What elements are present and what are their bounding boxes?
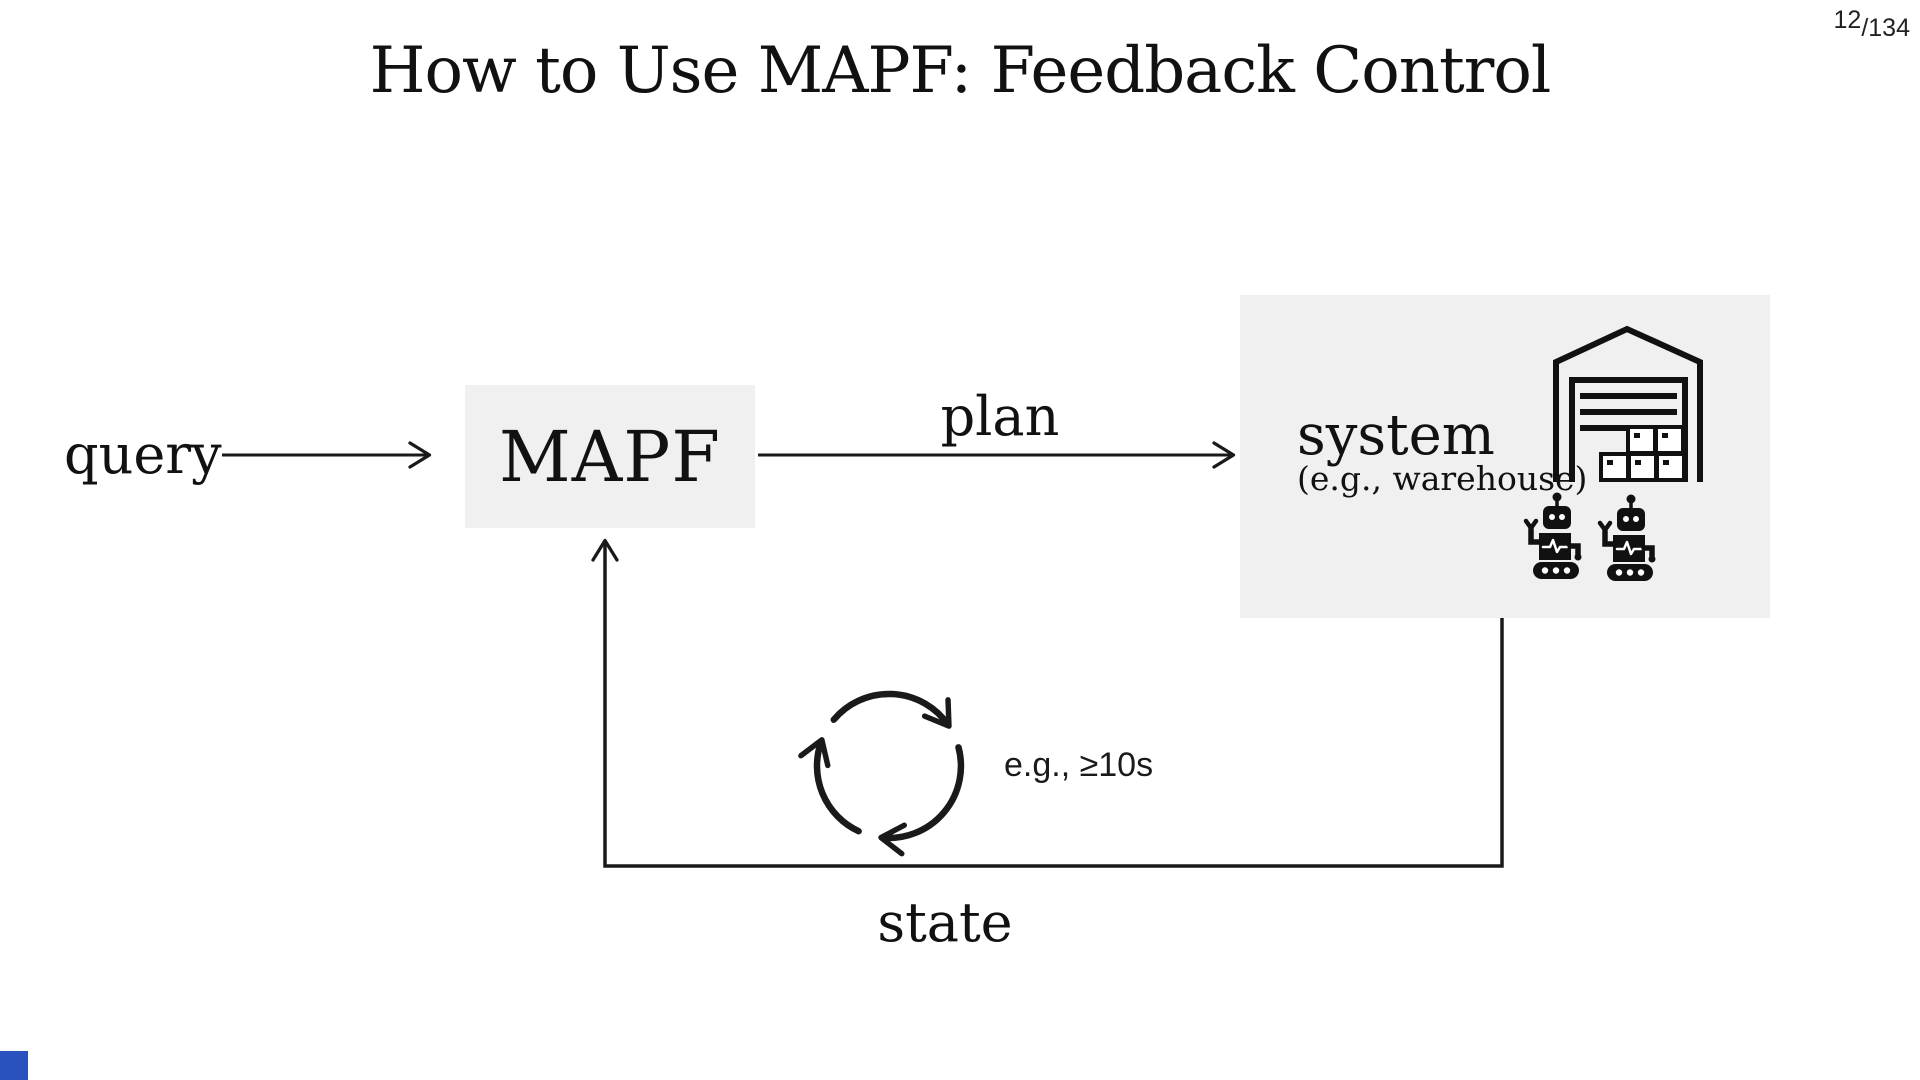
- slide-title: How to Use MAPF: Feedback Control: [369, 34, 1552, 108]
- query-label: query: [64, 423, 222, 486]
- cycle-arrows-icon: [798, 690, 965, 857]
- page-number-separator: /: [1861, 14, 1869, 42]
- page-number: 12/134: [1833, 6, 1910, 41]
- slide-progress-marker: [0, 1051, 28, 1080]
- system-example-label: (e.g., warehouse): [1297, 459, 1588, 498]
- system-label: system: [1297, 403, 1495, 468]
- page-number-current: 12: [1833, 6, 1862, 34]
- plan-label: plan: [940, 385, 1060, 448]
- page-number-total: 134: [1868, 14, 1910, 42]
- mapf-box: MAPF: [465, 385, 755, 528]
- cycle-interval-note: e.g., ≥10s: [1004, 746, 1154, 784]
- mapf-box-label: MAPF: [499, 415, 721, 498]
- state-label: state: [877, 891, 1013, 954]
